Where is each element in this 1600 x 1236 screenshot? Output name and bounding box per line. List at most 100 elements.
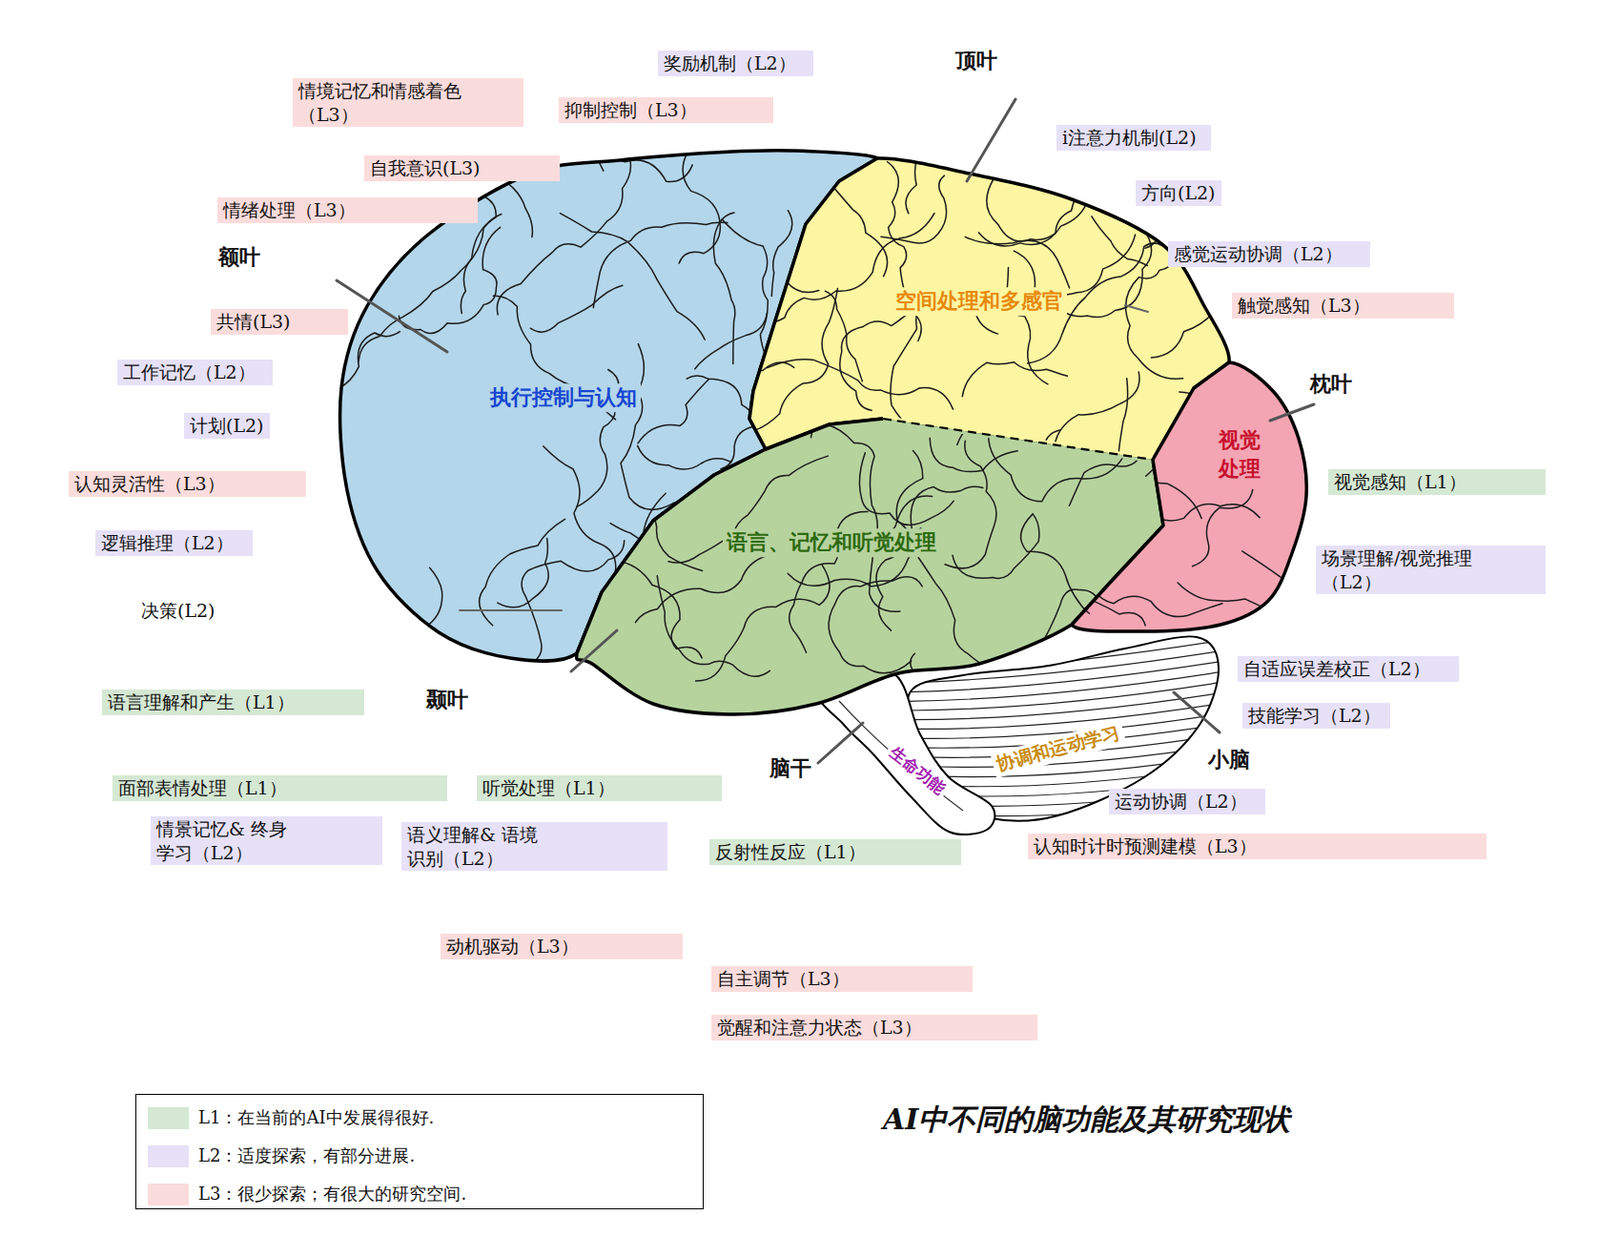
drawing-part	[559, 213, 705, 341]
function-box: 触觉感知（L3）	[1231, 292, 1455, 319]
drawing-part	[839, 700, 964, 811]
drawing-part	[576, 418, 1164, 715]
drawing-part	[971, 603, 1090, 694]
drawing-part	[637, 445, 732, 470]
function-box: 感觉运动协调（L2）	[1168, 241, 1371, 267]
drawing-part	[840, 307, 915, 411]
legend-text: L3：很少探索；有很大的研究空间.	[198, 1180, 467, 1209]
drawing-part	[886, 712, 1231, 739]
drawing-part	[713, 212, 736, 364]
leader-line	[1270, 404, 1314, 421]
region-label: 空间处理和多感官	[891, 287, 1067, 316]
function-box: 认知时计时预测建模（L3）	[1027, 833, 1487, 860]
function-text: 听觉处理（L1）	[482, 776, 717, 800]
drawing-part	[957, 397, 1126, 446]
drawing-part	[986, 175, 1106, 243]
lobe-name: 枕叶	[1310, 370, 1353, 398]
function-text: 自我意识(L3)	[369, 156, 554, 181]
lobe-name: 脑干	[769, 755, 812, 782]
function-text: 场景理解/视觉推理（L2）	[1321, 546, 1527, 594]
drawing-part	[749, 158, 1230, 460]
drawing-part	[944, 440, 997, 569]
drawing-part	[971, 382, 1323, 694]
function-box: 技能学习（L2）	[1242, 702, 1391, 729]
drawing-part	[646, 128, 795, 180]
drawing-part	[787, 451, 924, 587]
legend-swatch	[147, 1145, 189, 1168]
drawing-part	[1148, 503, 1260, 521]
function-text: 语义理解& 语境识别（L2）	[407, 822, 551, 870]
leader-line	[1173, 692, 1220, 733]
drawing-part	[497, 537, 549, 607]
drawing-part	[767, 359, 954, 410]
drawing-part	[929, 437, 1018, 472]
leader-line	[818, 722, 863, 763]
function-box: 工作记忆（L2）	[117, 359, 273, 386]
function-text: 触觉感知（L3）	[1237, 293, 1449, 318]
function-text: 自主调节（L3）	[717, 966, 967, 991]
drawing-part	[880, 713, 1021, 839]
function-box: 认知灵活性（L3）	[68, 471, 307, 497]
function-box: 自我意识(L3)	[364, 155, 560, 182]
drawing-part	[496, 161, 631, 315]
region-label: 语言、记忆和听觉处理	[722, 528, 941, 557]
drawing-part	[1077, 415, 1110, 513]
drawing-part	[828, 576, 923, 674]
legend-text: L2：适度探索，有部分进展.	[198, 1142, 415, 1170]
function-text: 认知灵活性（L3）	[74, 471, 301, 496]
drawing-part	[975, 409, 1124, 502]
function-text: 运动协调（L2）	[1114, 789, 1260, 814]
function-box: 情境记忆和情感着色（L3）	[292, 78, 524, 127]
function-text: 逻辑推理（L2）	[101, 531, 247, 555]
drawing-part	[609, 473, 703, 572]
function-box: 动机驱动（L3）	[440, 933, 683, 960]
function-box: 语义理解& 语境识别（L2）	[401, 821, 668, 871]
drawing-part	[696, 565, 830, 681]
drawing-part	[811, 276, 862, 437]
lobe-name: 额叶	[218, 244, 261, 271]
function-text: 抑制控制（L3）	[564, 98, 768, 123]
function-text: 计划(L2)	[189, 413, 265, 438]
function-box: 语言理解和产生（L1）	[102, 689, 365, 716]
function-box: 共情(L3)	[210, 308, 349, 335]
drawing-part	[1005, 267, 1048, 385]
function-box: 方向(L2)	[1135, 180, 1222, 206]
leader-line	[966, 99, 1016, 182]
function-box: 奖励机制（L2）	[657, 50, 814, 77]
diagram-title: AI中不同的脑功能及其研究现状	[882, 1101, 1291, 1138]
drawing-part	[1029, 384, 1125, 498]
drawing-part	[667, 362, 795, 438]
function-text: 动机驱动（L3）	[446, 934, 677, 959]
drawing-part	[1192, 489, 1253, 566]
lobe-name: 顶叶	[955, 47, 998, 75]
drawing-part	[749, 158, 1230, 460]
region-label: 执行控制与认知	[486, 383, 641, 412]
function-box: 觉醒和注意力状态（L3）	[711, 1014, 1038, 1041]
drawing-part	[1071, 362, 1307, 632]
drawing-part	[398, 226, 500, 333]
function-text: 情境记忆和情感着色（L3）	[298, 79, 511, 126]
drawing-part	[910, 653, 936, 817]
function-box: 自适应误差校正（L2）	[1237, 656, 1459, 682]
drawing-part	[886, 701, 1231, 729]
function-text: 自适应误差校正（L2）	[1243, 656, 1454, 681]
function-text: 技能学习（L2）	[1248, 703, 1385, 728]
function-text: 觉醒和注意力状态（L3）	[717, 1015, 1032, 1040]
function-box: 视觉感知（L1）	[1328, 469, 1546, 495]
function-box: 计划(L2)	[184, 412, 270, 439]
drawing-part	[593, 222, 728, 308]
temporal-lobe: 语言、记忆和听觉处理	[571, 412, 1170, 720]
drawing-part	[962, 362, 1067, 397]
drawing-part	[964, 236, 1069, 288]
function-text: 认知时计时预测建模（L3）	[1033, 834, 1481, 859]
function-box: 情景记忆& 终身学习（L2）	[150, 816, 383, 865]
drawing-part	[859, 452, 954, 526]
leader-line	[571, 630, 617, 672]
function-box: 场景理解/视觉推理（L2）	[1315, 545, 1546, 595]
lobe-name: 小脑	[1208, 746, 1251, 774]
function-text: 奖励机制（L2）	[663, 51, 808, 76]
drawing-part	[1060, 577, 1146, 626]
function-text: 情绪处理（L3）	[223, 198, 472, 223]
